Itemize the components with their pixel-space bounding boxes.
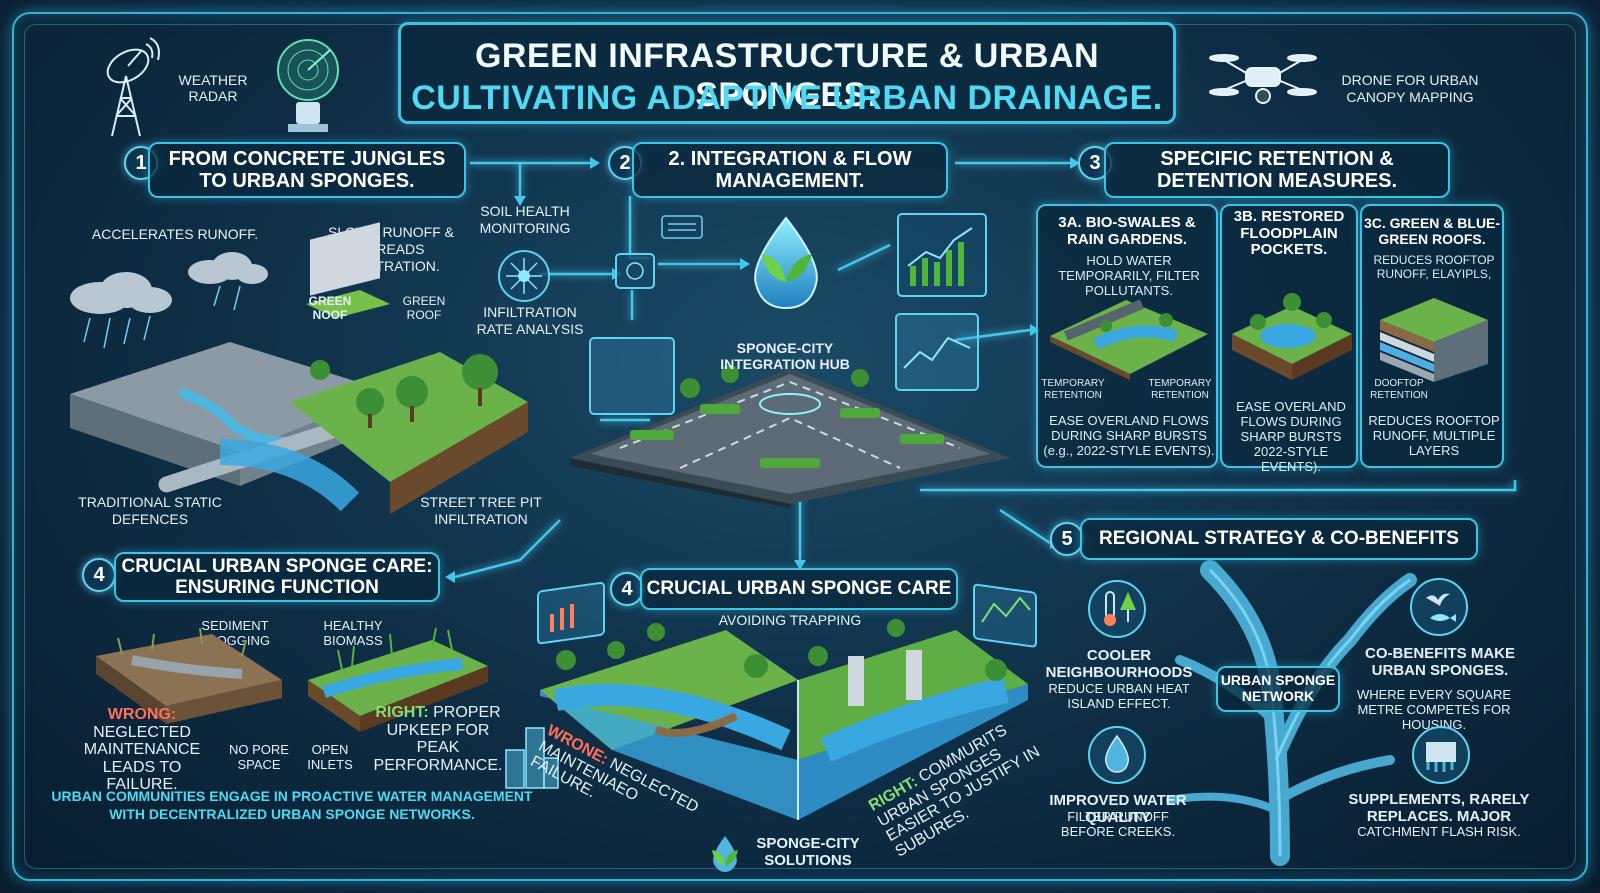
section-5-title: REGIONAL STRATEGY & CO-BENEFITS xyxy=(1080,518,1478,560)
community-footer: URBAN COMMUNITIES ENGAGE IN PROACTIVE WA… xyxy=(51,788,533,822)
card-3a-left-tag: TEMPORARY RETENTION xyxy=(1041,378,1105,401)
sponge-drop-icon xyxy=(754,216,818,310)
wrong-text: NEGLECTED MAINTENANCE LEADS TO FAILURE. xyxy=(83,723,201,794)
no-pore-space-label: NO PORE SPACE xyxy=(229,742,289,772)
title-line-2: CULTIVATING ADAPTIVE URBAN DRAINAGE. xyxy=(411,79,1163,117)
radar-dish-icon xyxy=(277,39,339,132)
green-noof-label: GREEN NOOF xyxy=(308,294,352,322)
weather-radar-label: WEATHER RADAR xyxy=(178,72,248,104)
street-tree-label: STREET TREE PIT INFILTRATION xyxy=(420,494,542,527)
concrete-to-sponge-illustration xyxy=(70,222,528,514)
card-3a-right-tag: TEMPORARY RETENTION xyxy=(1148,378,1212,401)
sensor-hub-icon xyxy=(498,250,550,302)
outer-frame xyxy=(12,12,1588,881)
avoiding-trapping-label: AVOIDING TRAPPING xyxy=(718,612,862,628)
section-4-left-title: CRUCIAL URBAN SPONGE CARE: ENSURING FUNC… xyxy=(114,552,440,602)
center-left-chart-panel xyxy=(537,581,605,645)
open-inlets-label: OPEN INLETS xyxy=(307,742,353,772)
supplements-desc: CATCHMENT FLASH RISK. xyxy=(1357,824,1521,839)
card-3b-footer: EASE OVERLAND FLOWS DURING SHARP BURSTS … xyxy=(1236,399,1346,474)
drone-icon xyxy=(1209,54,1317,104)
right-label: RIGHT: xyxy=(375,704,429,721)
hub-label: SPONGE-CITY INTEGRATION HUB xyxy=(720,340,850,373)
drone-label: DRONE FOR URBAN CANOPY MAPPING xyxy=(1341,72,1479,105)
section-4-center-title: CRUCIAL URBAN SPONGE CARE xyxy=(640,568,958,610)
card-3b: 3B. RESTORED FLOODPLAIN POCKETS. EASE OV… xyxy=(1220,204,1358,474)
weather-radar-icon xyxy=(106,37,160,137)
center-right-chart-panel xyxy=(973,583,1037,648)
title-line-1: GREEN INFRASTRUCTURE & URBAN SPONGES: xyxy=(474,37,1100,114)
supplements-title: SUPPLEMENTS, RARELY REPLACES. MAJOR xyxy=(1348,791,1530,825)
urban-sponge-network-badge: URBAN SPONGE NETWORK xyxy=(1216,666,1340,712)
water-quality-title: IMPROVED WATER QUALITY xyxy=(1049,792,1187,826)
brand-name: SPONGE-CITY SOLUTIONS xyxy=(756,835,860,869)
cooler-title: COOLER NEIGHBOURHOODS xyxy=(1045,647,1193,681)
title-banner: GREEN INFRASTRUCTURE & URBAN SPONGES: CU… xyxy=(398,22,1176,124)
card-3a-footer: EASE OVERLAND FLOWS DURING SHARP BURSTS … xyxy=(1043,413,1215,458)
hub-city-illustration xyxy=(570,313,1010,508)
cooler-desc: REDUCE URBAN HEAT ISLAND EFFECT. xyxy=(1048,681,1190,711)
care-comparison-illustration xyxy=(540,619,1028,820)
section-2-title: 2. INTEGRATION & FLOW MANAGEMENT. xyxy=(632,142,948,198)
dam-icon xyxy=(1412,726,1470,784)
section-1-title: FROM CONCRETE JUNGLES TO URBAN SPONGES. xyxy=(148,142,466,198)
accelerates-runoff-label: ACCELERATES RUNOFF. xyxy=(91,226,259,242)
card-3a: 3A. BIO-SWALES & RAIN GARDENS. HOLD WATE… xyxy=(1036,204,1218,468)
healthy-biomass-label: HEALTHY BIOMASS xyxy=(323,618,383,648)
bird-fish-icon xyxy=(1410,578,1468,636)
traditional-defences-label: TRADITIONAL STATIC DEFENCES xyxy=(78,494,222,527)
card-3c: 3C. GREEN & BLUE-GREEN ROOFS. REDUCES RO… xyxy=(1360,204,1504,468)
card-3c-title: 3C. GREEN & BLUE-GREEN ROOFS. xyxy=(1363,215,1501,247)
monitor-node-icon xyxy=(615,253,655,289)
card-3a-desc: HOLD WATER TEMPORARILY, FILTER POLLUTANT… xyxy=(1058,253,1200,298)
cobenefits-title: CO-BENEFITS MAKE URBAN SPONGES. xyxy=(1365,645,1515,679)
section-4-center-number: 4 xyxy=(610,572,644,606)
card-3c-tag: DOOFTOP RETENTION xyxy=(1370,378,1428,401)
maintenance-comparison-illustration xyxy=(96,627,488,732)
card-3c-footer: REDUCES ROOFTOP RUNOFF, MULTIPLE LAYERS xyxy=(1368,413,1500,458)
card-3a-title: 3A. BIO-SWALES & RAIN GARDENS. xyxy=(1058,214,1196,248)
cobenefits-desc: WHERE EVERY SQUARE METRE COMPETES FOR HO… xyxy=(1356,687,1512,732)
brand-logo-icon xyxy=(712,836,738,872)
infiltration-rate-label: INFILTRATION RATE ANALYSIS xyxy=(476,304,584,337)
wrong-label: WRONG: xyxy=(107,706,177,723)
section-3-title: SPECIFIC RETENTION & DETENTION MEASURES. xyxy=(1104,142,1450,198)
wrong-maintenance-text: WRONG: NEGLECTED MAINTENANCE LEADS TO FA… xyxy=(72,706,212,794)
bio-swale-illustration xyxy=(1050,299,1208,380)
card-3c-desc: REDUCES ROOFTOP RUNOFF, ELAYIPLS, xyxy=(1373,253,1495,281)
green-roof-label: GREEN ROOF xyxy=(402,294,446,322)
thermometer-tree-icon xyxy=(1088,580,1146,638)
city-tower-icon xyxy=(505,727,559,789)
section-4-left-number: 4 xyxy=(82,558,116,592)
green-roof-layers-illustration xyxy=(1380,298,1488,382)
right-maintenance-text: RIGHT: PROPER UPKEEP FOR PEAK PERFORMANC… xyxy=(366,704,510,774)
card-3b-title: 3B. RESTORED FLOODPLAIN POCKETS. xyxy=(1233,207,1345,259)
section-5-number: 5 xyxy=(1050,522,1084,556)
hub-chart-panel xyxy=(897,213,987,297)
water-quality-desc: FILTER RUNOFF BEFORE CREEKS. xyxy=(1060,809,1176,839)
water-drop-icon xyxy=(1088,726,1146,784)
floodplain-illustration xyxy=(1232,293,1352,380)
soil-health-label: SOIL HEALTH MONITORING xyxy=(479,203,571,236)
server-icon xyxy=(661,215,703,239)
right-text: PROPER UPKEEP FOR PEAK PERFORMANCE. xyxy=(373,704,503,774)
